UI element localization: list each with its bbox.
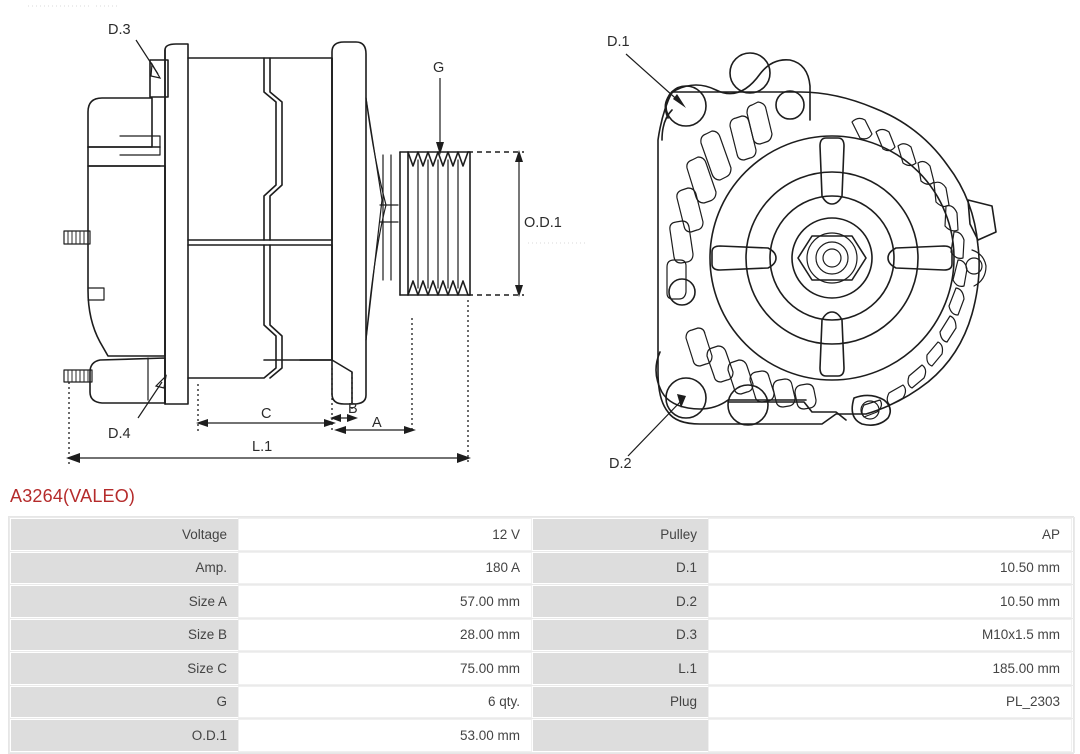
callout-l1-label: L.1: [252, 439, 272, 455]
spec-value-l1: 185.00 mm: [708, 652, 1072, 685]
technical-drawing-area: D.3 D.4 G O.D.1: [28, 5, 997, 472]
cooling-slots-left: [666, 101, 773, 300]
bottom-connector-boss: [63, 357, 166, 404]
spec-label-size-c: Size C: [10, 652, 238, 685]
spec-grid: Voltage 12 V Pulley AP Amp. 180 A D.1 10…: [9, 517, 1075, 753]
spec-label-d1: D.1: [532, 551, 708, 584]
title-block: A3264(VALEO): [10, 486, 410, 510]
pulley: [399, 151, 471, 296]
spec-value-pulley: AP: [708, 518, 1072, 551]
table-row: G 6 qty. Plug PL_2303: [10, 685, 1074, 719]
callout-od1-label: O.D.1: [524, 215, 562, 231]
spec-label-l1: L.1: [532, 652, 708, 685]
rim-vent-teeth: [851, 117, 968, 418]
spec-value-plug: PL_2303: [708, 685, 1072, 718]
spec-value-size-a: 57.00 mm: [238, 585, 532, 618]
spec-label-empty: [532, 719, 708, 752]
callout-d3-label: D.3: [108, 22, 131, 38]
page-title: A3264(VALEO): [10, 486, 136, 506]
table-row: O.D.1 53.00 mm: [10, 719, 1074, 753]
spec-label-plug: Plug: [532, 685, 708, 718]
spec-value-voltage: 12 V: [238, 518, 532, 551]
callout-g-label: G: [433, 60, 444, 76]
table-row: Voltage 12 V Pulley AP: [10, 518, 1074, 552]
technical-drawing-svg: D.3 D.4 G O.D.1: [28, 5, 997, 472]
table-row: Size A 57.00 mm D.2 10.50 mm: [10, 585, 1074, 619]
spec-value-d3: M10x1.5 mm: [708, 618, 1072, 651]
spec-label-amp: Amp.: [10, 551, 238, 584]
callout-c-label: C: [261, 406, 271, 422]
table-row: Size B 28.00 mm D.3 M10x1.5 mm: [10, 618, 1074, 652]
table-row: Size C 75.00 mm L.1 185.00 mm: [10, 652, 1074, 686]
spec-label-pulley: Pulley: [532, 518, 708, 551]
spec-value-amp: 180 A: [238, 551, 532, 584]
side-view-annotations: D.3 D.4 G O.D.1: [66, 22, 585, 465]
spec-label-size-b: Size B: [10, 618, 238, 651]
spec-value-size-c: 75.00 mm: [238, 652, 532, 685]
callout-a-label: A: [372, 415, 382, 431]
spec-value-empty: [708, 719, 1072, 752]
spec-label-size-a: Size A: [10, 585, 238, 618]
spec-label-voltage: Voltage: [10, 518, 238, 551]
rear-terminal-stud: [63, 230, 91, 245]
spec-label-d2: D.2: [532, 585, 708, 618]
front-view-annotations: D.1 D.2: [607, 34, 686, 472]
spec-value-od1: 53.00 mm: [238, 719, 532, 752]
spec-value-size-b: 28.00 mm: [238, 618, 532, 651]
callout-b-label: B: [348, 401, 358, 417]
alternator-front-view: [655, 52, 997, 426]
cooling-slots-lower-left: [685, 327, 817, 410]
spec-label-od1: O.D.1: [10, 719, 238, 752]
table-row: Amp. 180 A D.1 10.50 mm: [10, 551, 1074, 585]
specification-table: Voltage 12 V Pulley AP Amp. 180 A D.1 10…: [8, 516, 1075, 754]
spec-value-d1: 10.50 mm: [708, 551, 1072, 584]
callout-d1-label: D.1: [607, 34, 630, 50]
spec-value-g: 6 qty.: [238, 685, 532, 718]
alternator-side-view: [63, 41, 471, 405]
callout-d2-label: D.2: [609, 456, 632, 472]
callout-d4-label: D.4: [108, 426, 131, 442]
spec-label-d3: D.3: [532, 618, 708, 651]
spec-label-g: G: [10, 685, 238, 718]
spec-value-d2: 10.50 mm: [708, 585, 1072, 618]
